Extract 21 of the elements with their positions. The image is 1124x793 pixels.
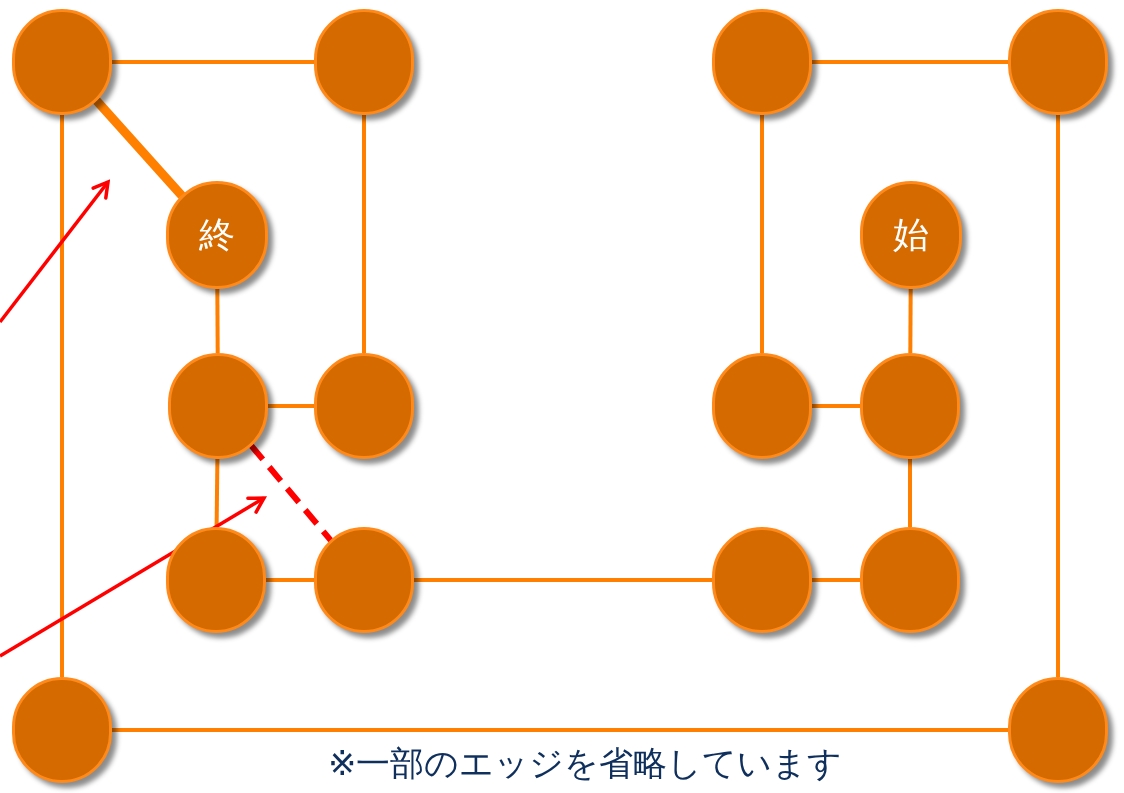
edge-line: [812, 404, 860, 408]
node-label: 始: [893, 217, 929, 253]
edge-line: [112, 60, 314, 64]
edge-line: [812, 578, 860, 582]
edge-line: [414, 578, 712, 582]
edge-line: [214, 458, 220, 528]
edge-line: [248, 443, 334, 543]
edge-line: [362, 115, 366, 353]
edge-line: [908, 459, 912, 527]
edge-line: [268, 404, 314, 408]
edge-line: [93, 97, 186, 199]
edge-line: [908, 289, 913, 353]
edge-line: [266, 578, 314, 582]
edge-line: [215, 289, 220, 353]
note-text: ※一部のエッジを省略しています: [328, 746, 843, 780]
edge-line: [60, 115, 64, 677]
edge-line: [1056, 115, 1060, 677]
edge-line: [760, 115, 764, 353]
edge-line: [112, 728, 1008, 732]
edge-line: [812, 60, 1008, 64]
node-label: 終: [199, 217, 235, 253]
